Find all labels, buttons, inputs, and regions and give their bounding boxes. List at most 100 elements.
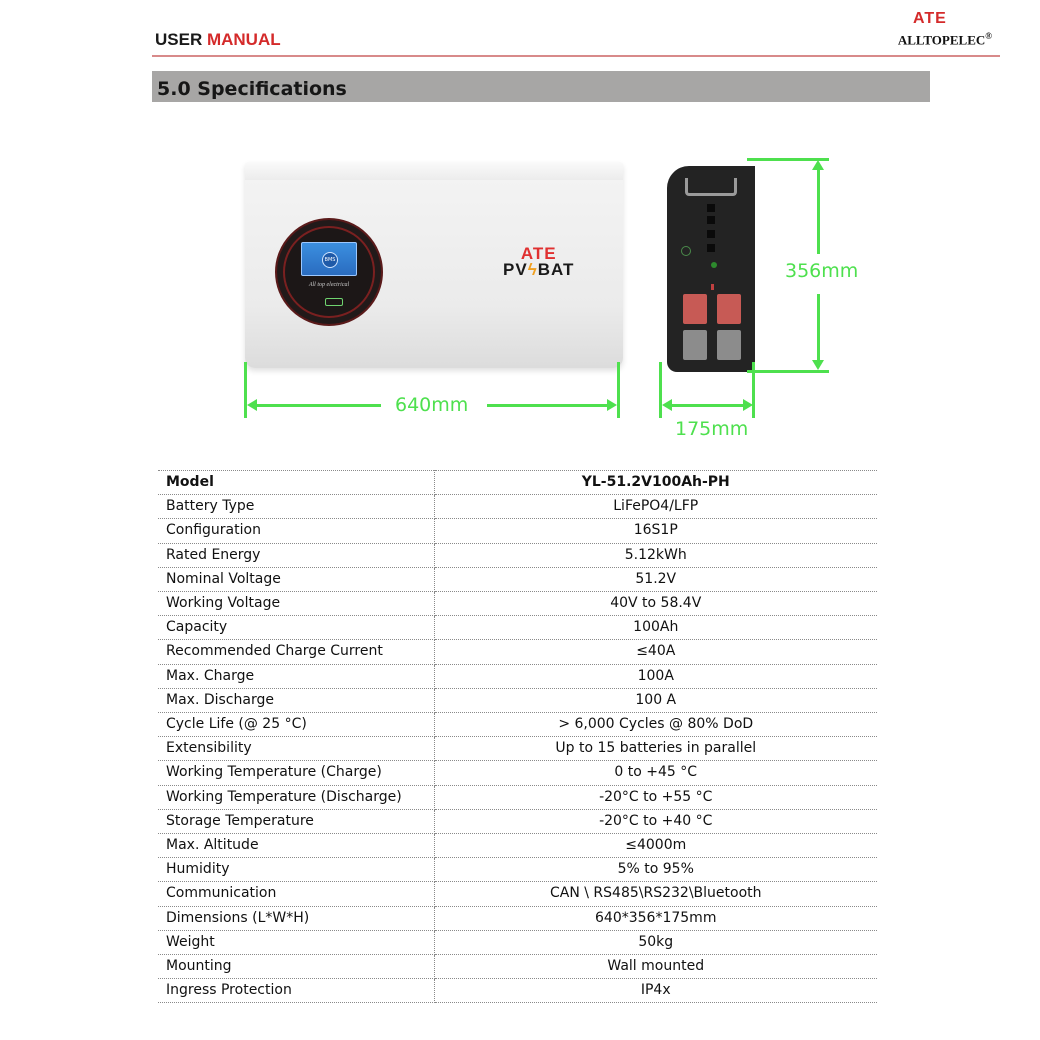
spec-label: Humidity (158, 857, 435, 883)
port-icon (707, 216, 715, 224)
pvbat-logo-top: ATE (520, 244, 557, 263)
spec-value: 0 to +45 °C (434, 760, 877, 786)
lcd-screen: BMS (301, 242, 357, 276)
port-icon (707, 244, 715, 252)
brand-name-text: ALLTOPELEC (897, 32, 986, 48)
spec-value: 5.12kWh (434, 543, 877, 568)
spec-value: ≤4000m (434, 833, 877, 859)
bms-display-panel: BMS All top electrical (275, 218, 383, 326)
negative-terminal-icon (683, 330, 707, 360)
negative-terminal-icon (717, 330, 741, 360)
spec-label: Cycle Life (@ 25 °C) (158, 712, 435, 738)
spec-value: 100A (434, 664, 877, 689)
arrow-right-icon (607, 399, 617, 411)
section-heading-bar: 5.0 Specifications (152, 71, 930, 102)
dimension-line (617, 362, 620, 418)
arrow-left-icon (247, 399, 257, 411)
product-image: BMS All top electrical ATE PVϟBAT 640mm (195, 140, 875, 445)
dimension-line (817, 164, 820, 254)
alarm-led-icon (711, 284, 714, 290)
header-divider (152, 55, 1000, 57)
spec-value: 16S1P (434, 518, 877, 544)
table-row: Cycle Life (@ 25 °C)> 6,000 Cycles @ 80%… (158, 712, 877, 738)
spec-value: IP4x (434, 978, 877, 1004)
spec-label: Nominal Voltage (158, 567, 435, 593)
dimension-line (817, 294, 820, 364)
spec-label: Configuration (158, 518, 435, 544)
header-title-accent: MANUAL (206, 30, 281, 49)
brand-name: ALLTOPELEC® (898, 31, 992, 48)
spec-label: Recommended Charge Current (158, 639, 435, 665)
dimension-line (244, 362, 247, 418)
battery-level-icon (325, 298, 343, 306)
dimension-line (659, 362, 662, 418)
table-header-row: Model YL-51.2V100Ah-PH (158, 470, 877, 496)
spec-value: -20°C to +55 °C (434, 785, 877, 810)
dimension-line (665, 404, 747, 407)
positive-terminal-icon (683, 294, 707, 324)
spec-label: Capacity (158, 615, 435, 641)
spec-label: Dimensions (L*W*H) (158, 906, 435, 931)
depth-dimension-label: 175mm (675, 418, 749, 440)
pvbat-logo: ATE PVϟBAT (503, 244, 575, 279)
height-dimension-label: 356mm (785, 260, 859, 282)
carry-handle-icon (685, 178, 737, 196)
spec-value: LiFePO4/LFP (434, 494, 877, 520)
spec-value: Up to 15 batteries in parallel (434, 736, 877, 762)
spec-value: 100Ah (434, 615, 877, 641)
dimension-line (747, 370, 829, 373)
spec-value: -20°C to +40 °C (434, 809, 877, 835)
port-icon (707, 230, 715, 238)
dimension-line (251, 404, 381, 407)
spec-label: Working Voltage (158, 591, 435, 617)
spec-value: CAN \ RS485\RS232\Bluetooth (434, 881, 877, 907)
bms-badge: BMS (322, 252, 338, 268)
pvbat-logo-pv: PV (503, 260, 528, 279)
arrow-left-icon (662, 399, 672, 411)
table-row: Storage Temperature-20°C to +40 °C (158, 809, 877, 835)
spec-value: 50kg (434, 930, 877, 956)
header-title-prefix: USER (155, 30, 203, 49)
spec-value: 40V to 58.4V (434, 591, 877, 617)
spec-label: Max. Charge (158, 664, 435, 689)
pvbat-logo-bat: BAT (537, 260, 575, 279)
spec-label: Rated Energy (158, 543, 435, 568)
spec-label: Mounting (158, 954, 435, 980)
width-dimension-label: 640mm (395, 394, 469, 416)
section-title: 5.0 Specifications (157, 78, 347, 100)
table-row: Max. Altitude≤4000m (158, 833, 877, 859)
arrow-down-icon (812, 360, 824, 370)
document-header-title: USER MANUAL (155, 30, 281, 50)
table-row: Working Temperature (Discharge)-20°C to … (158, 785, 877, 810)
status-led-icon (711, 262, 717, 268)
dimension-line (487, 404, 611, 407)
battery-side-view (667, 166, 755, 372)
dimension-line (752, 362, 755, 418)
spec-label: Model (158, 470, 435, 496)
spec-label: Extensibility (158, 736, 435, 762)
spec-value: 5% to 95% (434, 857, 877, 883)
spec-value: 51.2V (434, 567, 877, 593)
spec-value: ≤40A (434, 639, 877, 665)
port-icon (707, 204, 715, 212)
brand-logo: ATE ALLTOPELEC® (898, 10, 992, 48)
power-button-icon (681, 246, 691, 256)
positive-terminal-icon (717, 294, 741, 324)
table-row: Working Temperature (Charge)0 to +45 °C (158, 760, 877, 786)
dimension-line (747, 158, 829, 161)
table-row: Recommended Charge Current≤40A (158, 639, 877, 665)
spec-label: Communication (158, 881, 435, 907)
lightning-bolt-icon: ϟ (527, 260, 538, 279)
